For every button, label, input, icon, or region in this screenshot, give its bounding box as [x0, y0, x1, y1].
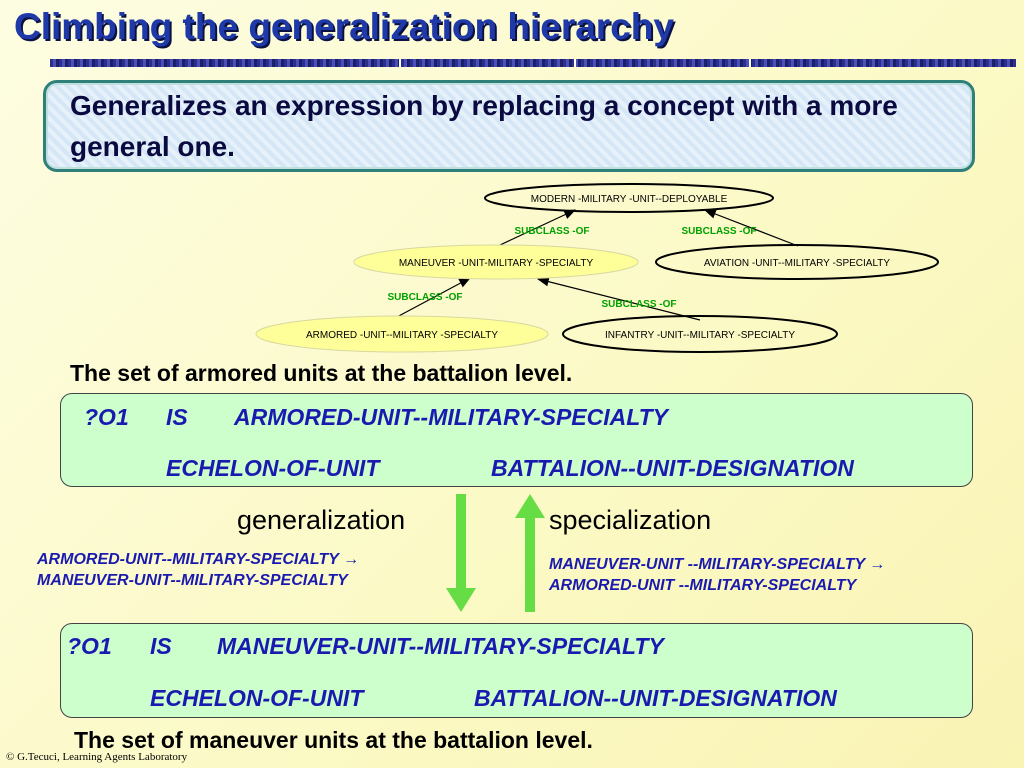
node-maneuver [353, 244, 639, 280]
generalization-specialization-arrows [446, 494, 545, 612]
top-expr-feature: ECHELON-OF-UNIT [166, 455, 380, 481]
node-infantry [562, 315, 838, 353]
specialization-rule: MANEUVER-UNIT --MILITARY-SPECIALTY → ARM… [549, 554, 885, 596]
specialization-rule-line1: MANEUVER-UNIT --MILITARY-SPECIALTY → [549, 556, 886, 573]
top-expr-is: IS [166, 404, 188, 430]
top-expr-concept: ARMORED-UNIT--MILITARY-SPECIALTY [234, 404, 668, 430]
definition-text: Generalizes an expression by replacing a… [70, 90, 898, 162]
edge-label-armored-maneuver: SUBCLASS -OF [388, 292, 463, 303]
node-maneuver-label: MANEUVER -UNIT-MILITARY -SPECIALTY [399, 258, 594, 269]
top-expression-box [60, 393, 973, 487]
specialization-rule-line2: ARMORED-UNIT --MILITARY-SPECIALTY [549, 577, 857, 594]
top-expr-var: ?O1 [84, 404, 129, 430]
bottom-expr-var: ?O1 [67, 633, 112, 659]
edge-label-aviation-root: SUBCLASS -OF [682, 226, 757, 237]
node-armored-label: ARMORED -UNIT--MILITARY -SPECIALTY [306, 330, 498, 341]
down-arrow-icon [446, 494, 476, 612]
title-underline-bar [50, 59, 1016, 67]
edge-aviation-to-root [703, 209, 799, 247]
node-root [484, 183, 774, 213]
slide-title: Climbing the generalization hierarchy [14, 6, 674, 47]
top-expr-value: BATTALION--UNIT-DESIGNATION [491, 455, 854, 481]
node-aviation-label: AVIATION -UNIT--MILITARY -SPECIALTY [704, 258, 890, 269]
specialization-label: specialization [549, 505, 712, 535]
generalization-label: generalization [237, 505, 406, 535]
definition-box [43, 80, 975, 172]
bottom-expr-feature: ECHELON-OF-UNIT [150, 685, 364, 711]
bottom-expr-concept: MANEUVER-UNIT--MILITARY-SPECIALTY [217, 633, 664, 659]
edge-infantry-to-maneuver [536, 276, 701, 321]
generalization-rule-line2: MANEUVER-UNIT--MILITARY-SPECIALTY [37, 572, 348, 589]
node-infantry-label: INFANTRY -UNIT--MILITARY -SPECIALTY [605, 330, 795, 341]
generalization-rule: ARMORED-UNIT--MILITARY-SPECIALTY → MANEU… [37, 549, 359, 591]
up-arrow-icon [515, 494, 545, 612]
generalization-rule-line1: ARMORED-UNIT--MILITARY-SPECIALTY → [37, 551, 360, 568]
node-root-label: MODERN -MILITARY -UNIT--DEPLOYABLE [531, 194, 728, 205]
edge-label-maneuver-root: SUBCLASS -OF [515, 226, 590, 237]
edge-armored-to-maneuver [394, 277, 472, 319]
node-aviation [655, 244, 939, 280]
bottom-expr-is: IS [150, 633, 172, 659]
bottom-expr-value: BATTALION--UNIT-DESIGNATION [474, 685, 837, 711]
footer-credit: © G.Tecuci, Learning Agents Laboratory [6, 751, 188, 763]
bottom-expression-box [60, 623, 973, 718]
top-caption: The set of armored units at the battalio… [70, 360, 573, 386]
bottom-caption: The set of maneuver units at the battali… [74, 727, 593, 753]
node-armored [255, 315, 549, 353]
generalization-hierarchy-diagram: MODERN -MILITARY -UNIT--DEPLOYABLE MANEU… [255, 183, 939, 353]
edge-maneuver-to-root [499, 209, 577, 246]
edge-label-infantry-maneuver: SUBCLASS -OF [602, 299, 677, 310]
